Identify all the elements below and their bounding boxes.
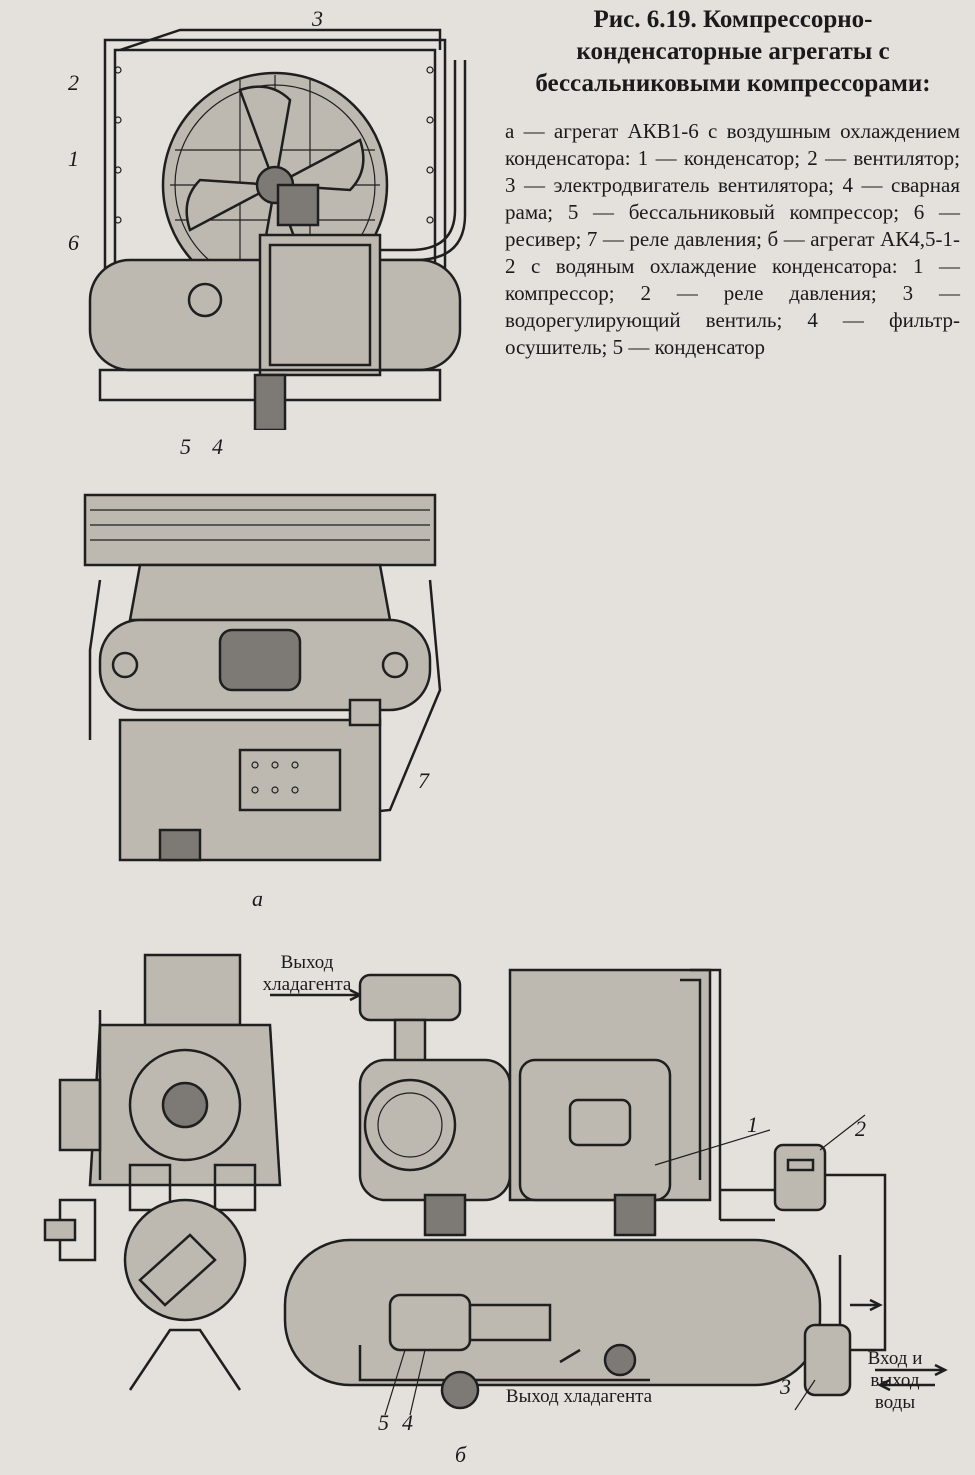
callout-a-4: 4 [212,434,223,459]
callout-b-3: 3 [780,1374,791,1399]
callout-a-2: 2 [68,70,79,95]
figure-b-illustration [43,953,948,1416]
figure-caption-body: а — агрегат АКВ1-6 с воздушным охлаждени… [505,119,960,359]
callout-a-7: 7 [418,768,429,793]
figure-a-front-illustration [83,493,442,862]
callout-a-3: 3 [312,6,323,31]
figure-a-label: а [252,886,263,911]
callout-b-5: 5 [378,1410,389,1435]
annotation-refrigerant-out-bottom: Выход хладагента [505,1386,653,1407]
callout-a-5: 5 [180,434,191,459]
annotation-refrigerant-out-top: Выход хладагента [262,952,352,995]
callout-a-6: 6 [68,230,79,255]
callout-b-2: 2 [855,1116,866,1141]
figure-a-top-illustration [88,28,467,430]
annotation-water-in-out: Вход и выход воды [867,1348,923,1413]
figure-b-label: б [455,1442,467,1467]
callout-b-4: 4 [402,1410,413,1435]
callout-b-1: 1 [747,1112,758,1137]
figure-caption-title: Рис. 6.19. Компрессорно-конденсаторные а… [535,6,931,97]
callout-a-1: 1 [68,146,79,171]
